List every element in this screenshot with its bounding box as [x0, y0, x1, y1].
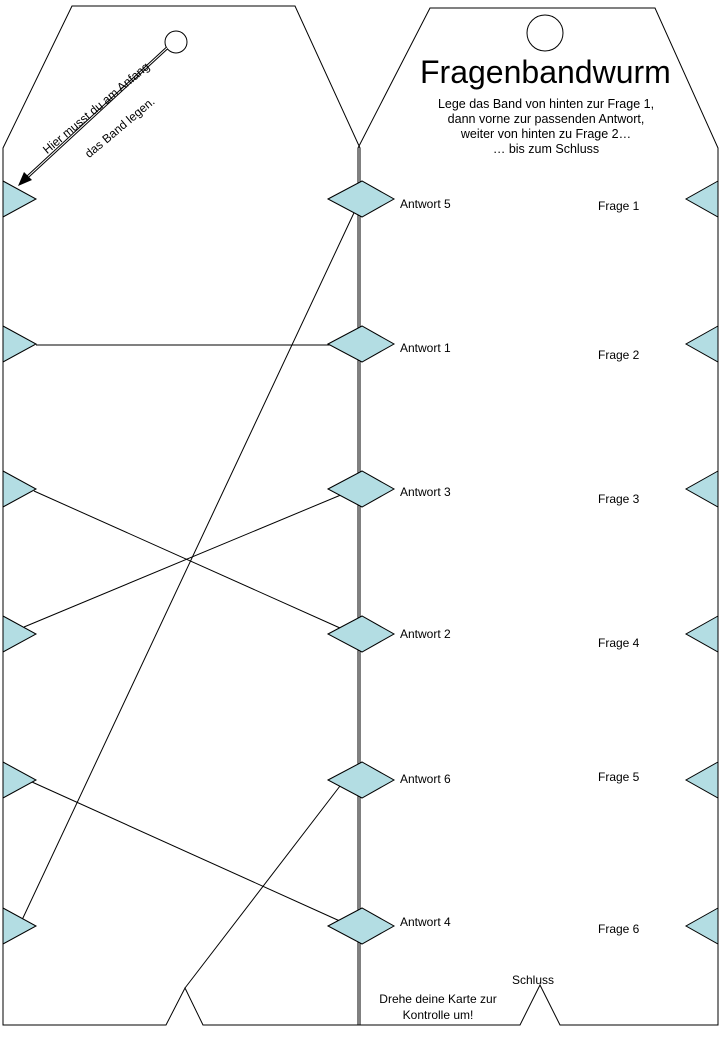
end-label: Schluss — [512, 973, 555, 987]
question-label: Frage 2 — [598, 348, 640, 362]
answer-label: Antwort 5 — [400, 197, 451, 211]
answer-label: Antwort 6 — [400, 772, 451, 786]
hang-hole-back — [164, 30, 188, 54]
front-edge-triangle — [684, 470, 719, 508]
markers-layer — [2, 180, 719, 945]
instruction-line-4: … bis zum Schluss — [492, 142, 600, 156]
answer-label: Antwort 4 — [400, 915, 451, 929]
footer-line-2: Kontrolle um! — [402, 1008, 474, 1022]
front-edge-triangle — [684, 180, 719, 218]
fold-diamond — [326, 761, 396, 799]
front-edge-triangle — [684, 325, 719, 363]
question-label: Frage 4 — [598, 636, 640, 650]
question-label: Frage 6 — [598, 922, 640, 936]
footer-line-1: Drehe deine Karte zur — [379, 992, 497, 1006]
front-edge-triangle — [684, 761, 719, 799]
fold-diamond — [326, 180, 396, 218]
start-arrow — [18, 46, 169, 186]
back-edge-triangle — [2, 761, 38, 799]
back-edge-triangle — [2, 907, 38, 945]
fold-diamond — [326, 470, 396, 508]
solution-lines — [21, 199, 361, 989]
answer-label: Antwort 1 — [400, 341, 451, 355]
fold-diamond — [326, 907, 396, 945]
front-edge-triangle — [684, 907, 719, 945]
front-card-outline — [357, 7, 719, 1026]
back-edge-triangle — [2, 615, 38, 653]
front-edge-triangle — [684, 615, 719, 653]
instruction-line-1: Lege das Band von hinten zur Frage 1, — [437, 97, 655, 111]
question-label: Frage 3 — [598, 492, 640, 506]
hang-hole-front — [526, 14, 564, 52]
back-edge-triangle — [2, 180, 38, 218]
question-label: Frage 1 — [598, 199, 640, 213]
page-title: Fragenbandwurm — [420, 54, 671, 90]
back-card-outline — [2, 5, 361, 1026]
back-edge-triangle — [2, 325, 38, 363]
answer-label: Antwort 3 — [400, 485, 451, 499]
question-label: Frage 5 — [598, 770, 640, 784]
answer-label: Antwort 2 — [400, 627, 451, 641]
instruction-line-3: weiter von hinten zu Frage 2… — [460, 127, 632, 141]
fold-diamond — [326, 615, 396, 653]
back-edge-triangle — [2, 470, 38, 508]
fold-diamond — [326, 325, 396, 363]
instruction-line-2: dann vorne zur passenden Antwort, — [447, 112, 645, 126]
